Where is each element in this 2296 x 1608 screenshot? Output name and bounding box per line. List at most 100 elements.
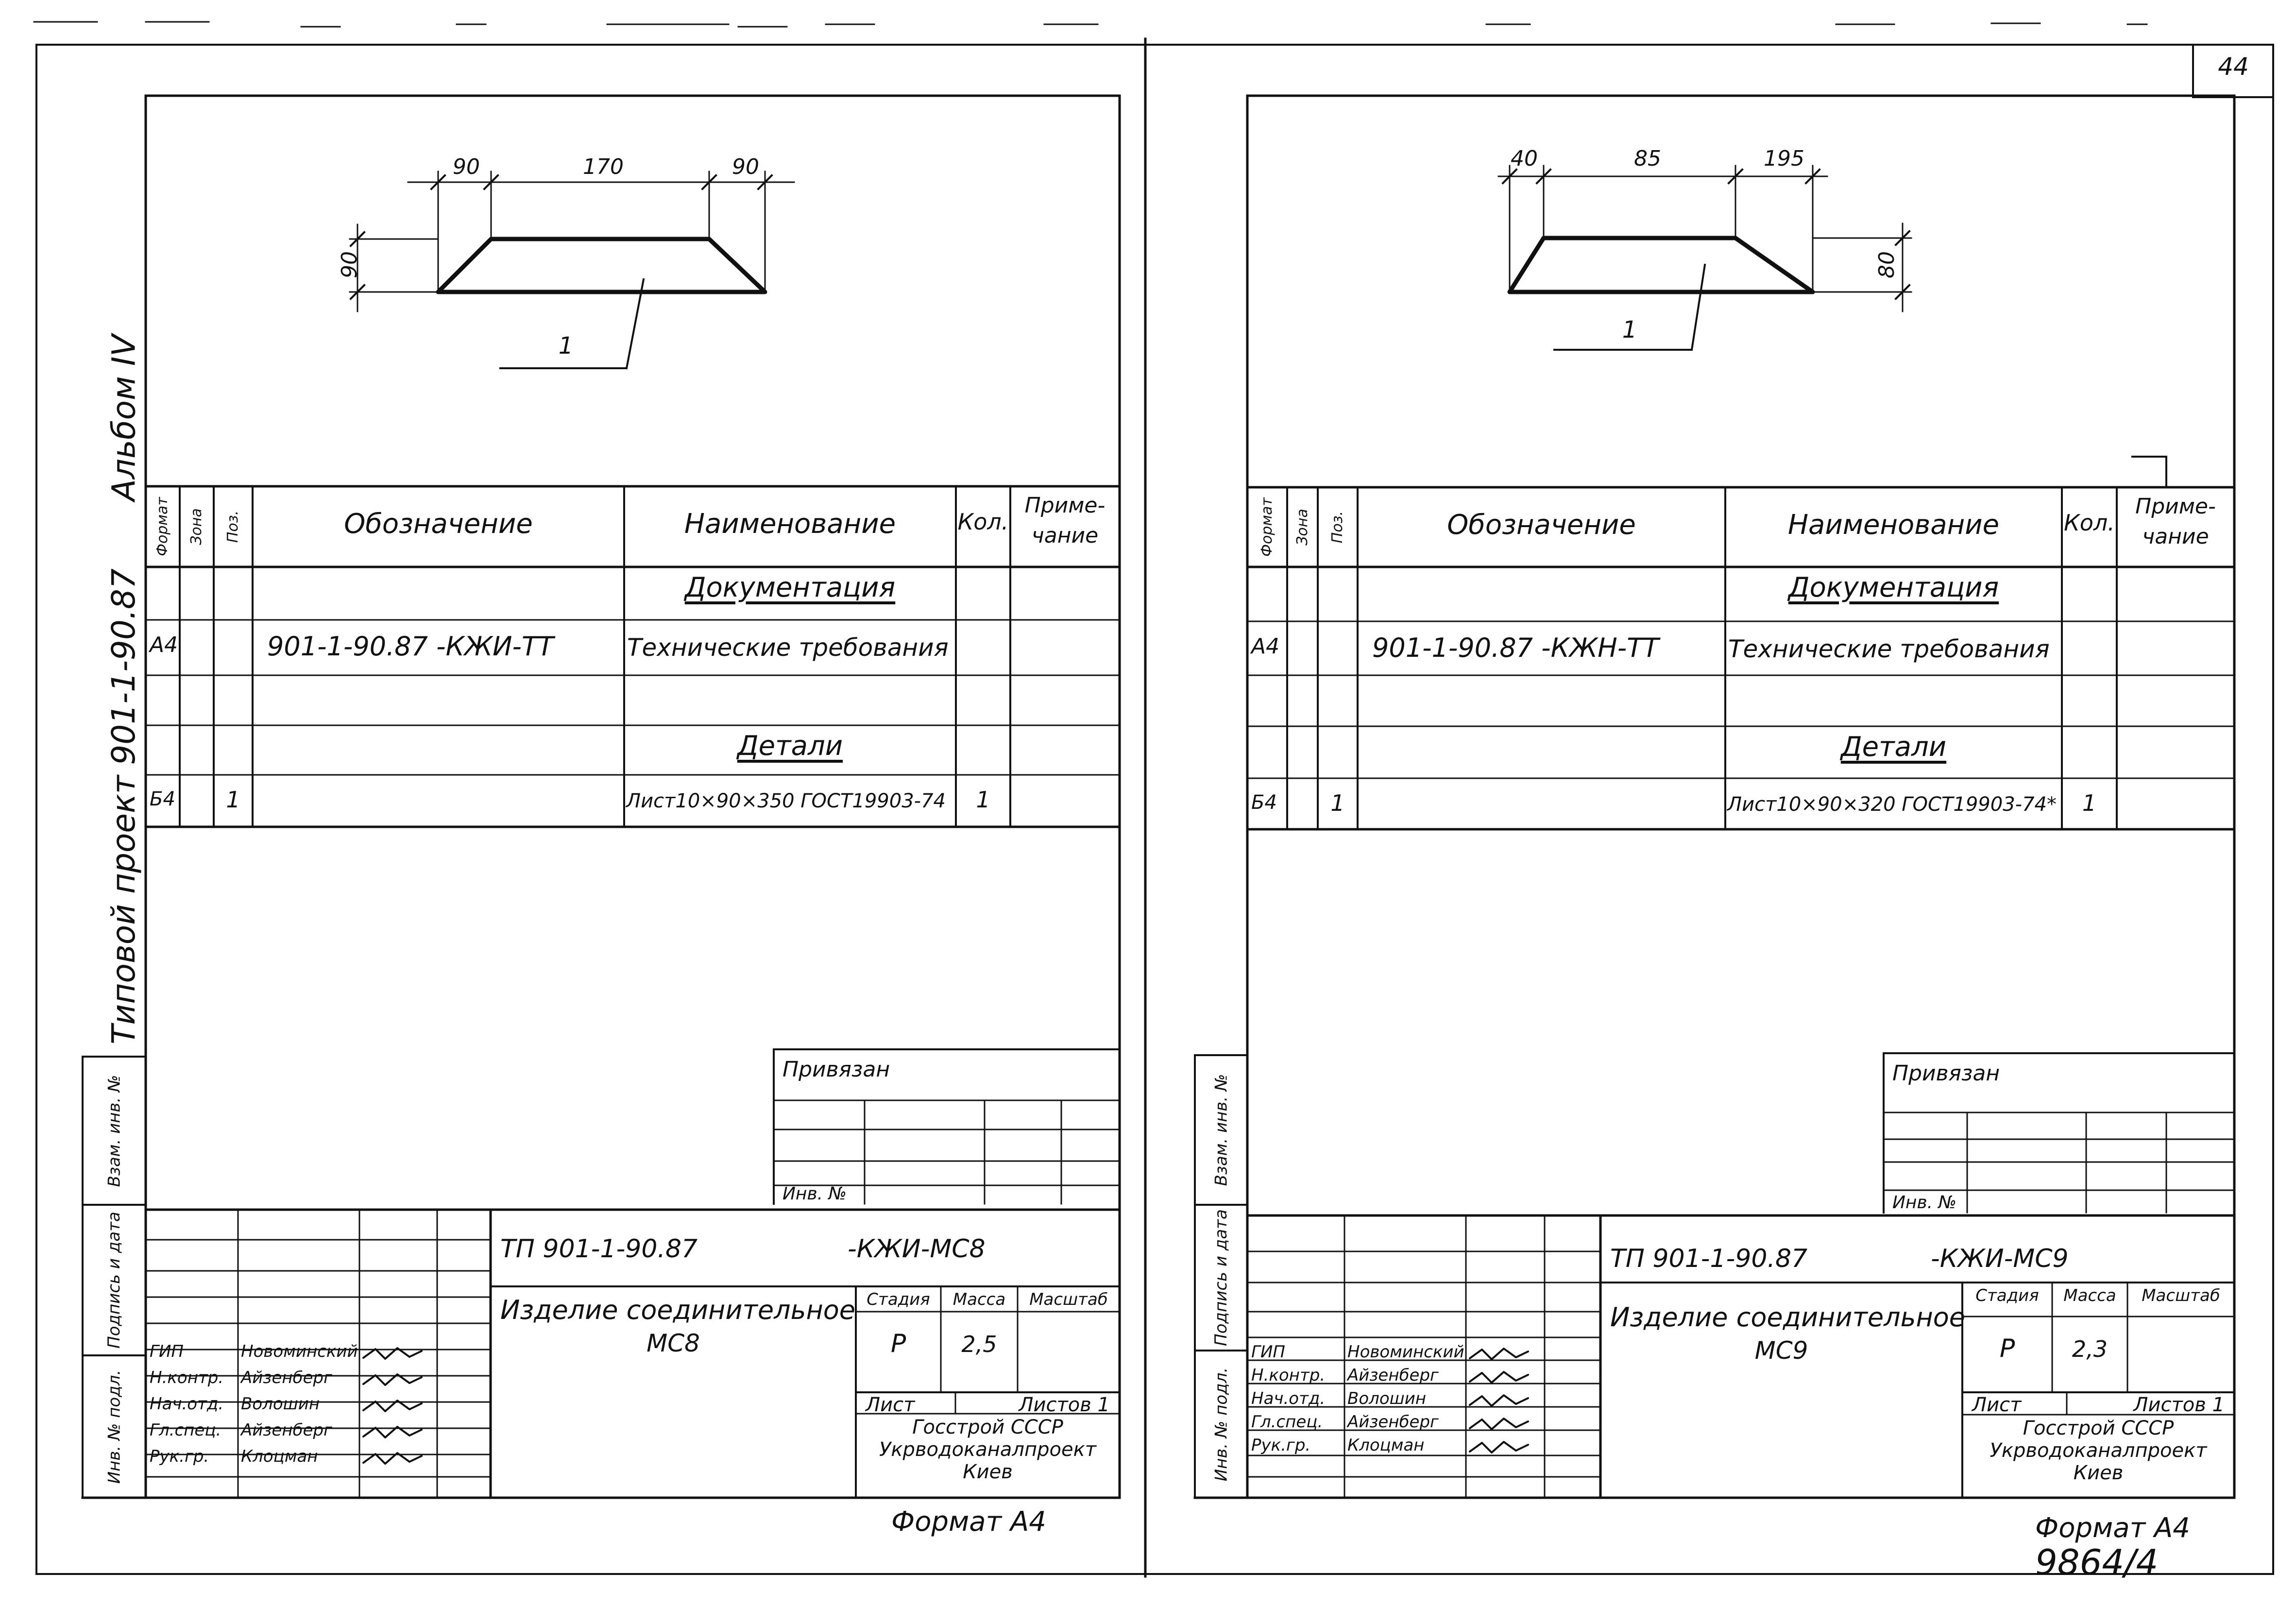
section-documentation: Документация [1788, 572, 1999, 603]
doc-name: Технические требования [627, 633, 949, 662]
archive-number: 9864/4 [2035, 1542, 2159, 1583]
staff-name: Волошин [241, 1394, 320, 1414]
org-line-1: Госстрой СССР [912, 1416, 1063, 1438]
dimension-tick [1501, 168, 1518, 185]
staff-role: ГИП [1251, 1342, 1285, 1362]
org-line-3: Киев [2073, 1462, 2124, 1484]
part-format: Б4 [1251, 791, 1277, 814]
stage-value: Р [890, 1329, 906, 1358]
dimension-tick [1804, 168, 1821, 185]
part-name: Лист10×90×350 ГОСТ19903-74 [626, 790, 946, 812]
dimension-value: 90 [453, 154, 480, 179]
doc-designation: 901-1-90.87 -КЖИ-ТТ [267, 631, 554, 662]
mass-value: 2,5 [961, 1331, 997, 1357]
staff-role: Гл.спец. [1251, 1412, 1323, 1432]
dimension-tick [430, 174, 446, 190]
staff-role: Нач.отд. [150, 1394, 224, 1414]
item-code: МС9 [1754, 1336, 1808, 1365]
signature [362, 1452, 423, 1465]
stage-header: Стадия [867, 1290, 930, 1309]
staff-name: Клоцман [1347, 1436, 1425, 1455]
dimension-value: 90 [732, 154, 759, 179]
side-label-vzam: Взам. инв. № [104, 1075, 124, 1187]
signature [362, 1426, 423, 1438]
header-pos: Поз. [224, 510, 242, 543]
stage-header: Стадия [1975, 1286, 2039, 1305]
dimension-tick [483, 174, 499, 190]
dimension-value: 170 [583, 154, 624, 179]
dimension-value: 85 [1634, 146, 1661, 171]
staff-role: Рук.гр. [150, 1447, 209, 1466]
dimension-tick [349, 284, 366, 300]
attached-label: Привязан [782, 1057, 890, 1082]
org-line-2: Укрводоканалпроект [1990, 1439, 2207, 1462]
doc-designation: 901-1-90.87 -КЖН-ТТ [1372, 633, 1659, 663]
inventory-number-label: Инв. № [782, 1184, 847, 1204]
dimension-tick [757, 174, 773, 190]
header-pos: Поз. [1329, 511, 1346, 544]
staff-name: Айзенберг [1347, 1366, 1439, 1385]
staff-role: Нач.отд. [1251, 1389, 1326, 1408]
plate-outline [436, 237, 767, 294]
part-format: Б4 [150, 788, 175, 810]
dimension-tick [1727, 168, 1744, 185]
drawing-code: ТП 901-1-90.87 [1610, 1244, 1808, 1273]
header-zone: Зона [187, 508, 205, 545]
staff-role: Н.контр. [1251, 1366, 1326, 1385]
plate-outline [1507, 236, 1815, 294]
scale-header: Масштаб [2142, 1286, 2220, 1305]
item-code: МС8 [646, 1329, 700, 1357]
drawing-code-suffix: -КЖИ-МС8 [848, 1234, 986, 1264]
part-name: Лист10×90×320 ГОСТ19903-74* [1727, 793, 2057, 816]
format-label: Формат А4 [891, 1506, 1046, 1538]
header-note: чание [2142, 524, 2209, 549]
dimension-value-height: 90 [337, 251, 362, 278]
staff-name: Айзенберг [241, 1368, 332, 1387]
staff-name: Клоцман [241, 1447, 318, 1466]
inventory-number-label: Инв. № [1892, 1193, 1957, 1213]
signature [1469, 1441, 1529, 1454]
section-documentation: Документация [684, 572, 896, 603]
signature [1469, 1348, 1529, 1360]
leader-line [1690, 263, 1706, 351]
staff-role: Н.контр. [150, 1368, 224, 1387]
dimension-tick [1894, 230, 1911, 246]
sheets-label: Листов 1 [2133, 1394, 2225, 1416]
mass-value: 2,3 [2072, 1336, 2108, 1362]
staff-role: Рук.гр. [1251, 1436, 1311, 1455]
project-label: Типовой проект 901-1-90.87 [104, 568, 142, 1044]
callout-number: 1 [558, 332, 574, 359]
sheets-label: Листов 1 [1019, 1394, 1110, 1416]
dimension-value: 195 [1764, 146, 1804, 171]
attached-label: Привязан [1892, 1061, 2000, 1086]
org-line-1: Госстрой СССР [2023, 1417, 2174, 1439]
dimension-value-height: 80 [1874, 251, 1899, 278]
part-qty: 1 [976, 787, 990, 813]
staff-name: Айзенберг [241, 1420, 332, 1440]
stage-value: Р [1999, 1334, 2015, 1363]
signature [362, 1347, 423, 1360]
header-note: чание [1031, 523, 1099, 548]
header-designation: Обозначение [1447, 509, 1636, 541]
leader-line [625, 278, 645, 370]
page-number: 44 [2218, 52, 2249, 81]
header-zone: Зона [1293, 509, 1311, 546]
staff-name: Новоминский [241, 1342, 358, 1361]
signature [1469, 1394, 1529, 1407]
header-format: Формат [1258, 497, 1276, 557]
mass-header: Масса [952, 1290, 1006, 1309]
doc-format: А4 [150, 633, 178, 657]
staff-name: Волошин [1347, 1389, 1427, 1408]
header-qty: Кол. [2064, 510, 2115, 536]
side-label-vzam: Взам. инв. № [1211, 1074, 1231, 1186]
album-label: Альбом IV [104, 334, 142, 501]
part-qty: 1 [2082, 790, 2097, 816]
drawing-code: ТП 901-1-90.87 [500, 1234, 698, 1264]
side-label-inv-podl: Инв. № подл. [104, 1369, 124, 1484]
dimension-tick [1535, 168, 1552, 185]
header-format: Формат [153, 497, 171, 556]
dimension-tick [349, 231, 366, 247]
dimension-tick [1894, 284, 1911, 300]
